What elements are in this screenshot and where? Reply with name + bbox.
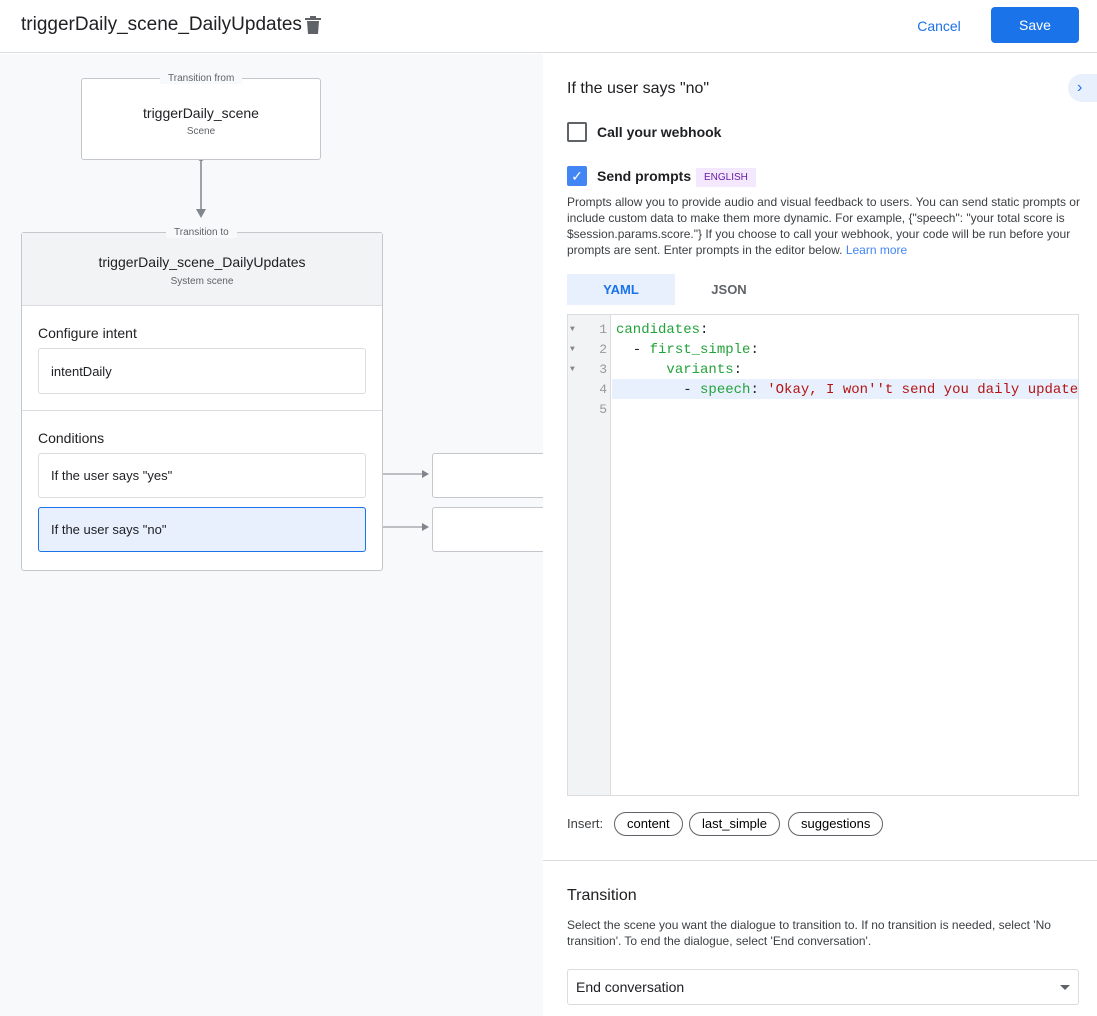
- line-number: 5: [599, 402, 607, 417]
- dropdown-arrow-icon: [1060, 985, 1070, 995]
- fold-icon[interactable]: ▼: [570, 345, 575, 354]
- fold-icon[interactable]: ▼: [570, 325, 575, 334]
- code-line: 5: [568, 400, 1078, 420]
- transition-value: End conversation: [576, 979, 685, 995]
- panel-heading: If the user says "no": [567, 80, 710, 97]
- transition-to-card: Transition to triggerDaily_scene_DailyUp…: [21, 227, 383, 571]
- code-punct: :: [750, 382, 768, 398]
- tab-yaml[interactable]: YAML: [567, 274, 675, 305]
- insert-suggestions-chip[interactable]: suggestions: [788, 812, 884, 836]
- scene-type: Scene: [186, 126, 216, 137]
- code-line: 4 - speech: 'Okay, I won''t send you dai…: [568, 380, 1078, 400]
- scene-name: triggerDaily_scene: [143, 105, 259, 121]
- line-number: 1: [599, 322, 607, 337]
- code-indent: -: [616, 382, 701, 398]
- code-punct: :: [750, 342, 759, 358]
- code-indent: -: [616, 342, 650, 358]
- insert-content-chip[interactable]: content: [614, 812, 683, 836]
- intent-heading: Configure intent: [38, 325, 137, 341]
- code-punct: :: [733, 362, 743, 378]
- insert-label: Insert:: [567, 816, 604, 831]
- cancel-button[interactable]: Cancel: [903, 8, 975, 43]
- code-string: 'Okay, I won''t send you daily update: [767, 382, 1079, 398]
- transition-from-card[interactable]: Transition from triggerDaily_scene Scene: [81, 73, 321, 160]
- line-number: 3: [599, 362, 607, 377]
- legend: Transition to: [166, 227, 237, 238]
- code-line: ▼ 3 variants:: [568, 360, 1078, 380]
- line-number: 2: [599, 342, 607, 357]
- webhook-label: Call your webhook: [597, 124, 722, 140]
- language-badge: ENGLISH: [696, 168, 756, 187]
- intent-field[interactable]: intentDaily: [38, 348, 366, 394]
- page-title: triggerDaily_scene_DailyUpdates: [21, 14, 302, 35]
- target-node-yes[interactable]: [432, 453, 543, 498]
- learn-more-link[interactable]: Learn more: [845, 243, 908, 257]
- insert-last-simple-chip[interactable]: last_simple: [689, 812, 781, 836]
- code-indent: [616, 362, 666, 378]
- line-number: 4: [599, 382, 607, 397]
- fold-icon[interactable]: ▼: [570, 365, 575, 374]
- code-line: ▼ 2 - first_simple:: [568, 340, 1078, 360]
- webhook-checkbox[interactable]: [567, 122, 587, 142]
- target-node-no[interactable]: [432, 507, 543, 552]
- scene-type: System scene: [170, 276, 234, 287]
- transition-heading: Transition: [567, 887, 637, 904]
- flow-canvas: Transition from triggerDaily_scene Scene…: [0, 54, 543, 1016]
- code-key: first_simple: [649, 342, 751, 358]
- trash-icon[interactable]: [304, 15, 322, 35]
- code-editor[interactable]: ▼ 1 candidates: ▼ 2 - first_simple: ▼ 3 varian…: [567, 314, 1079, 796]
- tab-json[interactable]: JSON: [711, 282, 747, 297]
- transition-select[interactable]: End conversation: [567, 969, 1079, 1005]
- save-button[interactable]: Save: [991, 7, 1079, 43]
- code-key: speech: [700, 382, 751, 398]
- code-line: ▼ 1 candidates:: [568, 320, 1078, 340]
- chevron-right-icon[interactable]: ›: [1068, 74, 1097, 102]
- legend: Transition from: [160, 73, 243, 84]
- prompts-label: Send prompts: [597, 168, 692, 184]
- code-punct: :: [700, 322, 709, 338]
- prompts-description: Prompts allow you to provide audio and v…: [567, 195, 1080, 257]
- details-panel: › If the user says "no" Call your webhoo…: [543, 54, 1097, 1016]
- scene-name: triggerDaily_scene_DailyUpdates: [98, 254, 306, 270]
- prompts-checkbox[interactable]: ✓: [567, 166, 587, 186]
- code-key: candidates: [616, 322, 701, 338]
- condition-yes[interactable]: If the user says "yes": [38, 453, 366, 498]
- transition-description: Select the scene you want the dialogue t…: [567, 918, 1051, 948]
- condition-no[interactable]: If the user says "no": [38, 507, 366, 552]
- top-bar: triggerDaily_scene_DailyUpdates Cancel S…: [0, 0, 1097, 53]
- code-key: variants: [666, 362, 734, 378]
- conditions-heading: Conditions: [38, 430, 105, 446]
